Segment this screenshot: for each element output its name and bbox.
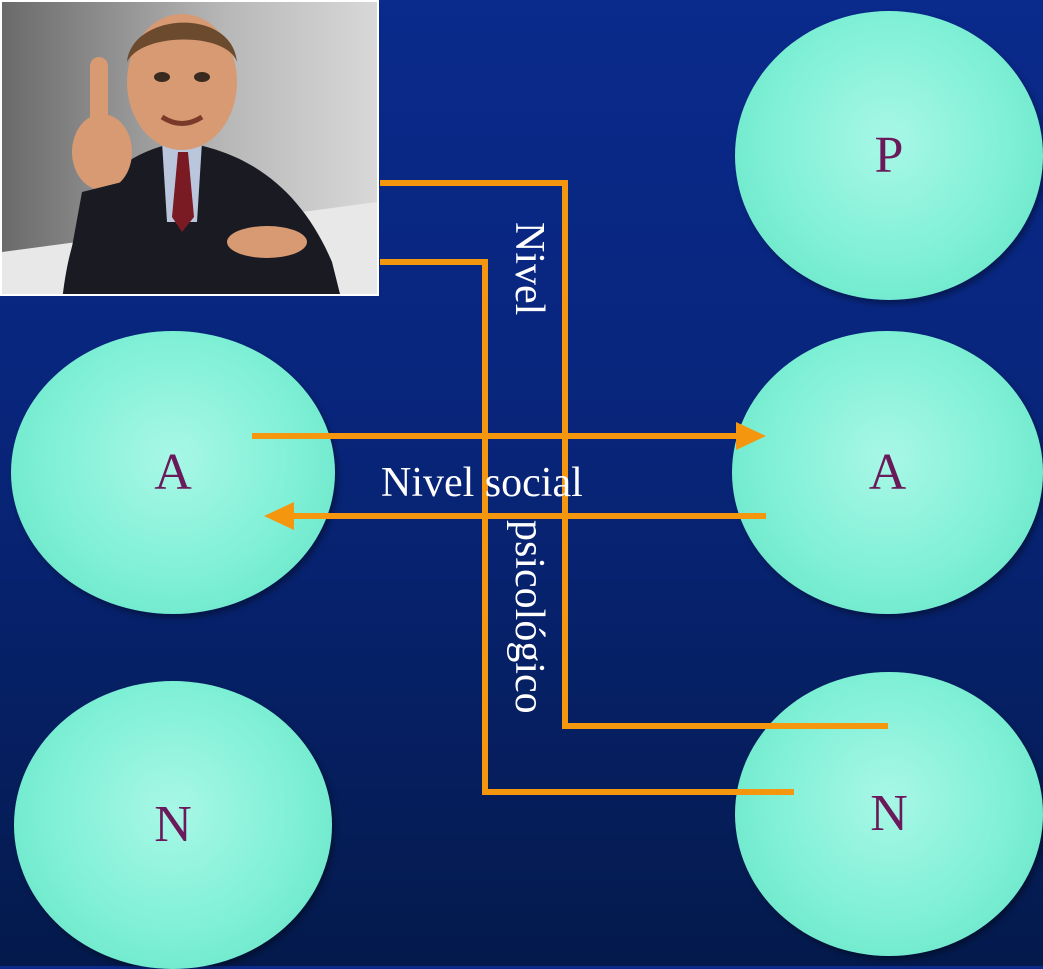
psych-line-outer bbox=[380, 180, 888, 729]
parent-circle-right: P bbox=[735, 11, 1043, 300]
circle-letter-n-right: N bbox=[870, 785, 908, 842]
circle-letter-a-left: A bbox=[154, 443, 192, 501]
arrowhead-left bbox=[264, 502, 294, 530]
adult-circle-left: A bbox=[11, 331, 335, 614]
child-circle-right: N bbox=[735, 672, 1043, 956]
child-circle-left: N bbox=[14, 681, 332, 969]
psych-level-label-top: Nivel bbox=[506, 222, 552, 316]
man-pointing-illustration bbox=[2, 2, 377, 294]
circle-letter-n-left: N bbox=[154, 796, 192, 853]
arrowhead-right bbox=[736, 422, 766, 450]
psych-line-inner bbox=[380, 259, 794, 795]
psych-level-label-bottom: psicológico bbox=[506, 520, 552, 714]
social-level-label: Nivel social bbox=[381, 460, 583, 506]
circle-letter-a-right: A bbox=[868, 443, 907, 501]
adult-circle-right: A bbox=[732, 331, 1043, 614]
speaker-photo bbox=[0, 0, 379, 296]
circle-letter-p: P bbox=[874, 126, 904, 184]
